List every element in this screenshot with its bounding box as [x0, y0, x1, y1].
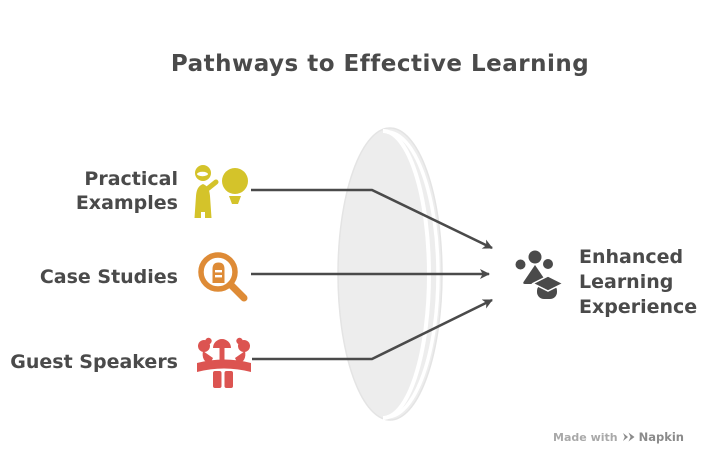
- label-line: Experience: [579, 296, 698, 318]
- label-line: Enhanced: [579, 246, 684, 268]
- arrow-guest-speakers: [252, 298, 493, 361]
- label-case-studies: Case Studies: [40, 265, 178, 289]
- label-enhanced-learning-experience: Enhanced Learning Experience: [579, 245, 697, 320]
- label-line: Learning: [579, 271, 674, 293]
- label-line: Case Studies: [39, 266, 178, 288]
- label-line: Guest Speakers: [10, 351, 178, 373]
- watermark-prefix: Made with: [553, 430, 618, 444]
- magnifier-document-icon: [198, 252, 248, 302]
- speaker-podium-icon: [197, 337, 251, 388]
- label-line: Examples: [75, 192, 178, 214]
- label-practical-examples: Practical Examples: [76, 167, 178, 215]
- arrow-practical-examples: [251, 188, 493, 250]
- watermark: Made with Napkin: [553, 430, 684, 444]
- watermark-brand: Napkin: [638, 430, 684, 444]
- label-line: Practical: [84, 168, 178, 190]
- group-graduation-icon: [515, 250, 565, 299]
- label-guest-speakers: Guest Speakers: [10, 350, 178, 374]
- napkin-logo-icon: [622, 432, 635, 442]
- page-title: Pathways to Effective Learning: [170, 51, 590, 77]
- person-lightbulb-icon: [194, 165, 248, 218]
